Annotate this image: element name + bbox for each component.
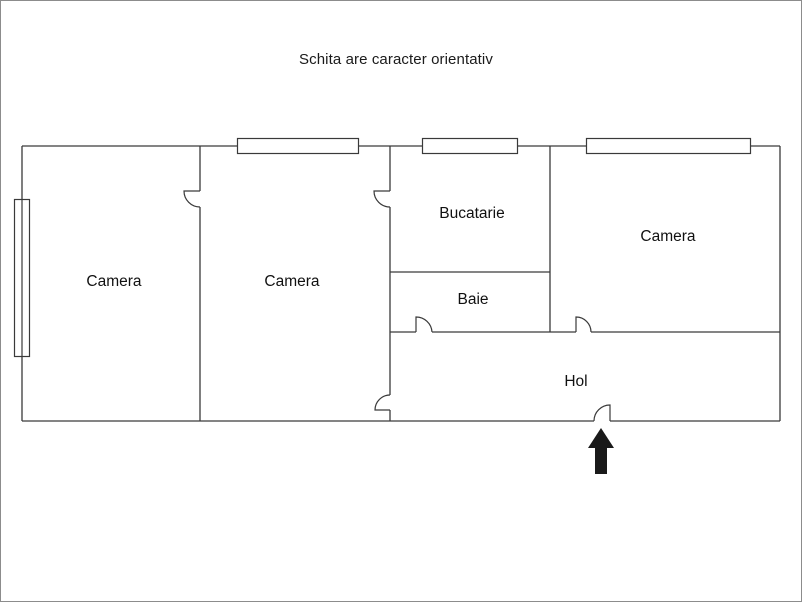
walls xyxy=(21,145,781,422)
room-label-camera-1: Camera xyxy=(86,273,142,290)
door-camera2-hol xyxy=(374,394,391,411)
room-label-baie: Baie xyxy=(457,291,489,308)
room-label-bucatarie: Bucatarie xyxy=(439,205,505,222)
room-label-hol: Hol xyxy=(564,373,588,390)
windows xyxy=(13,137,752,358)
door-camera2-bucatarie xyxy=(373,190,391,208)
window-camera2 xyxy=(236,137,360,155)
plan-title: Schita are caracter orientativ xyxy=(299,51,493,68)
room-label-camera-3: Camera xyxy=(640,228,696,245)
door-camera3 xyxy=(575,316,592,333)
window-bucatarie xyxy=(421,137,519,155)
room-label-camera-2: Camera xyxy=(264,273,320,290)
door-baie xyxy=(415,316,433,333)
doors xyxy=(183,190,611,422)
window-camera3 xyxy=(585,137,752,155)
door-entrance xyxy=(593,404,611,422)
arrow-up-icon xyxy=(588,428,614,474)
door-camera1-camera2 xyxy=(183,190,201,208)
